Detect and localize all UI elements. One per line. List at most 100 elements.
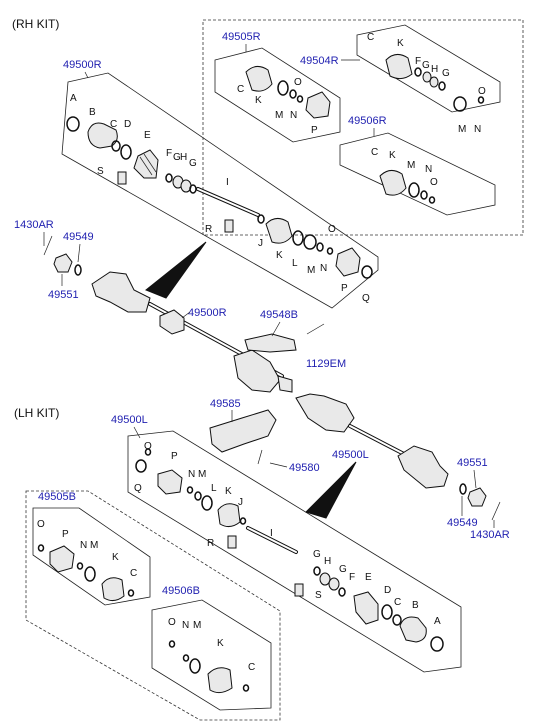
rh-spline-end [277, 375, 293, 393]
49505b-housing-p [49, 545, 75, 573]
svg-text:I: I [226, 177, 229, 188]
rh-ring-g2 [189, 184, 197, 194]
lh-washer-49549 [459, 483, 467, 495]
svg-text:G: G [422, 60, 430, 71]
rh-damper-mid [159, 309, 185, 335]
label-49551-right: 49551 [457, 457, 488, 469]
svg-text:B: B [412, 600, 419, 611]
rh-assembly-pointer [145, 241, 207, 299]
rh-clip-c [111, 140, 121, 152]
svg-text:J: J [238, 497, 243, 508]
label-49504r: 49504R [300, 55, 339, 67]
svg-text:C: C [248, 662, 255, 673]
svg-text:D: D [124, 119, 131, 130]
lh-heat-shield-49585 [209, 409, 277, 453]
svg-text:F: F [349, 572, 355, 583]
svg-text:M: M [193, 620, 201, 631]
rh-kit-heading: (RH KIT) [12, 17, 59, 31]
label-49500l-left: 49500L [111, 414, 148, 426]
rh-bracket-49548b [244, 333, 297, 353]
label-49549-right: 49549 [447, 517, 478, 529]
label-49506b: 49506B [162, 585, 200, 597]
svg-text:M: M [275, 110, 283, 121]
lh-clip-n [186, 486, 194, 494]
lh-assembly-pointer [305, 461, 357, 519]
lh-main-kit-frame [127, 430, 462, 673]
svg-text:C: C [371, 147, 378, 158]
svg-text:H: H [324, 556, 331, 567]
svg-text:E: E [144, 130, 151, 141]
lh-housing-p [157, 469, 183, 495]
svg-text:S: S [315, 590, 322, 601]
svg-text:E: E [365, 572, 372, 583]
box-49506b [151, 599, 272, 711]
49506b-ring-m [189, 658, 201, 674]
svg-text:O: O [168, 617, 176, 628]
lh-damper-s [294, 583, 304, 597]
49506b-boot-k [207, 667, 233, 694]
rh-outer-cv-joint [91, 271, 151, 313]
49505b-boot-k [101, 577, 125, 602]
svg-text:N: N [474, 124, 481, 135]
svg-text:K: K [389, 150, 396, 161]
49505r-ring [277, 80, 289, 96]
lh-ring-a [430, 636, 444, 652]
svg-text:B: B [89, 107, 96, 118]
lh-subkit-dashed-frame [25, 490, 281, 721]
svg-text:H: H [431, 64, 438, 75]
svg-text:K: K [217, 638, 224, 649]
49505b-clip-c [127, 589, 135, 597]
svg-text:A: A [70, 93, 77, 104]
lh-ring-f [338, 587, 346, 597]
lh-pin-r [227, 535, 237, 549]
svg-text:O: O [294, 77, 302, 88]
svg-text:D: D [384, 585, 391, 596]
lh-bearing-h [319, 572, 331, 586]
lh-inner-cv-joint [295, 393, 355, 433]
rh-ring-d [120, 144, 132, 160]
svg-text:C: C [110, 119, 117, 130]
label-49505r: 49505R [222, 31, 261, 43]
svg-text:K: K [397, 38, 404, 49]
svg-text:R: R [207, 538, 214, 549]
rh-boot-e [133, 149, 159, 179]
49504r-letters: C K F G H G M N O [367, 32, 486, 135]
svg-text:F: F [415, 56, 421, 67]
svg-text:M: M [198, 469, 206, 480]
49506r-clip-n [428, 196, 436, 204]
svg-text:F: F [166, 148, 172, 159]
label-49500l-mid: 49500L [332, 449, 369, 461]
lh-ring-o [144, 448, 152, 456]
svg-text:P: P [311, 125, 318, 136]
label-49500r-top: 49500R [63, 59, 102, 71]
svg-text:M: M [458, 124, 466, 135]
svg-text:L: L [292, 258, 298, 269]
rh-ring-j [257, 214, 265, 224]
label-49500r-mid: 49500R [188, 307, 227, 319]
49506b-ring-o [168, 640, 176, 648]
label-49585: 49585 [210, 398, 241, 410]
svg-text:C: C [237, 84, 244, 95]
rh-ring-a [66, 116, 80, 132]
49505r-housing-p [305, 91, 331, 119]
rh-main-kit-frame [61, 72, 379, 309]
svg-text:K: K [276, 250, 283, 261]
lh-boot-e [353, 591, 379, 625]
49505r-clip-n [296, 95, 304, 103]
lh-boot-k [217, 503, 241, 528]
box-49505b [32, 507, 151, 606]
rh-main-letters: A B C D E F G H G S I R J K L M N O P Q [70, 93, 370, 304]
rh-inner-cv-joint [233, 349, 281, 393]
49504r-ring-m [453, 96, 467, 112]
49506r-letters: C K M N O [371, 147, 438, 188]
svg-text:L: L [211, 483, 217, 494]
lh-clip-m [194, 491, 202, 501]
49505r-letters: C K M N O P [237, 77, 318, 136]
49506r-clip-m [420, 190, 428, 200]
rh-housing-p [335, 247, 361, 277]
lh-outer-joint-b [399, 616, 427, 643]
svg-text:N: N [290, 110, 297, 121]
49505r-boot-k [245, 66, 273, 92]
49504r-ring-g2 [438, 81, 446, 91]
